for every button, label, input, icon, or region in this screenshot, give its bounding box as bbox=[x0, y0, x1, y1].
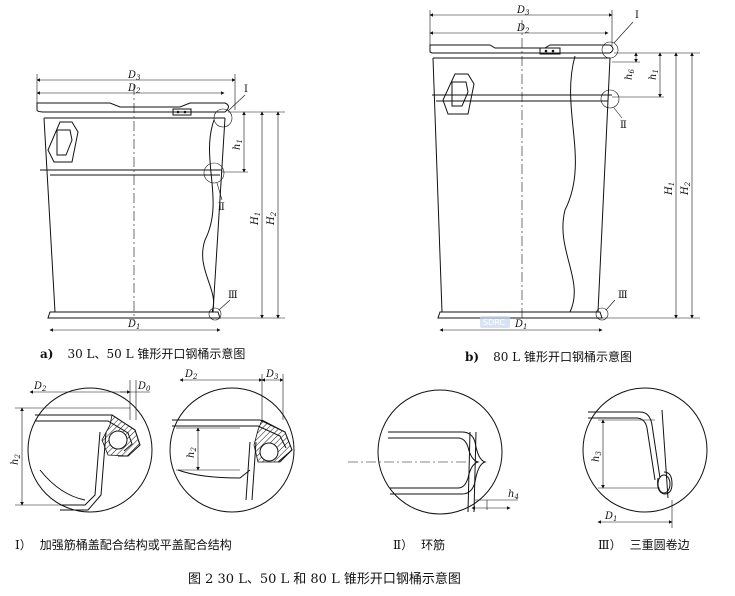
dim-d3-label: D3 bbox=[127, 70, 141, 82]
svg-text:h3: h3 bbox=[591, 451, 603, 462]
drum-a-latch bbox=[172, 108, 192, 116]
drum-a-body bbox=[43, 117, 226, 313]
label-I-a: Ⅰ bbox=[244, 84, 248, 95]
label-II-a: Ⅱ bbox=[218, 202, 225, 213]
svg-text:SDRC: SDRC bbox=[483, 318, 505, 327]
drum-b-break bbox=[562, 55, 576, 313]
caption-b: b)80 L 锥形开口钢桶示意图 bbox=[465, 349, 632, 364]
dim-d2-label: D2 bbox=[127, 83, 141, 95]
svg-text:h1: h1 bbox=[648, 69, 660, 80]
marker-III-a bbox=[208, 307, 222, 321]
drum-a-handle bbox=[47, 121, 79, 163]
dim-d1-label: D1 bbox=[127, 319, 141, 331]
detail-II: h4 bbox=[348, 389, 519, 515]
drum-a-break bbox=[202, 119, 215, 313]
svg-text:h6: h6 bbox=[624, 69, 636, 80]
caption-detail-II: Ⅱ）环筋 bbox=[393, 537, 445, 552]
label-III-a: Ⅲ bbox=[228, 290, 238, 301]
caption-detail-I: Ⅰ）加强筋桶盖配合结构或平盖配合结构 bbox=[15, 537, 232, 552]
marker-I-a bbox=[213, 108, 233, 128]
watermark: SDRC bbox=[480, 316, 510, 328]
marker-III-b bbox=[595, 307, 609, 321]
svg-text:D0: D0 bbox=[137, 381, 151, 393]
svg-text:h2: h2 bbox=[186, 447, 198, 458]
svg-text:D2: D2 bbox=[33, 381, 47, 393]
label-I-b: Ⅰ bbox=[635, 10, 639, 21]
detail-I-left: D2 D0 h2 bbox=[10, 380, 153, 513]
svg-text:D1: D1 bbox=[604, 511, 618, 523]
drum-a: D3 D2 D1 h1 H1 H2 bbox=[36, 70, 285, 361]
svg-text:h4: h4 bbox=[508, 489, 519, 501]
caption-detail-III: Ⅲ）三重圆卷边 bbox=[598, 537, 690, 552]
drum-b: D3 D2 D1 h6 h1 H1 H2 bbox=[429, 5, 700, 364]
label-III-b: Ⅲ bbox=[618, 290, 628, 301]
marker-II-a bbox=[203, 162, 225, 184]
marker-II-b bbox=[600, 89, 620, 109]
svg-text:D2: D2 bbox=[184, 369, 198, 381]
drum-a-lid bbox=[36, 102, 229, 113]
svg-text:D2: D2 bbox=[516, 23, 530, 35]
svg-text:D1: D1 bbox=[514, 319, 528, 331]
svg-text:H1: H1 bbox=[664, 182, 676, 196]
dim-H1-label: H1 bbox=[250, 212, 262, 226]
svg-text:h2: h2 bbox=[10, 454, 22, 465]
detail-I-right: D2 D3 h2 bbox=[169, 369, 295, 513]
drum-b-bottom bbox=[437, 311, 603, 319]
drum-b-handle bbox=[442, 73, 475, 115]
label-II-b: Ⅱ bbox=[620, 120, 627, 131]
dim-h1-label: h1 bbox=[232, 139, 244, 150]
caption-a: a)30 L、50 L 锥形开口钢桶示意图 bbox=[40, 346, 245, 361]
figure-title: 图 2 30 L、50 L 和 80 L 锥形开口钢桶示意图 bbox=[188, 571, 461, 587]
dim-H2-label: H2 bbox=[266, 211, 278, 226]
drum-b-latch bbox=[539, 47, 561, 55]
detail-III: h3 D1 bbox=[582, 387, 708, 528]
drum-b-body bbox=[432, 57, 611, 313]
marker-I-b bbox=[601, 41, 619, 59]
svg-text:D3: D3 bbox=[265, 369, 279, 381]
drum-b-lid bbox=[429, 44, 614, 54]
svg-text:D3: D3 bbox=[516, 5, 530, 17]
svg-text:H2: H2 bbox=[680, 181, 692, 196]
